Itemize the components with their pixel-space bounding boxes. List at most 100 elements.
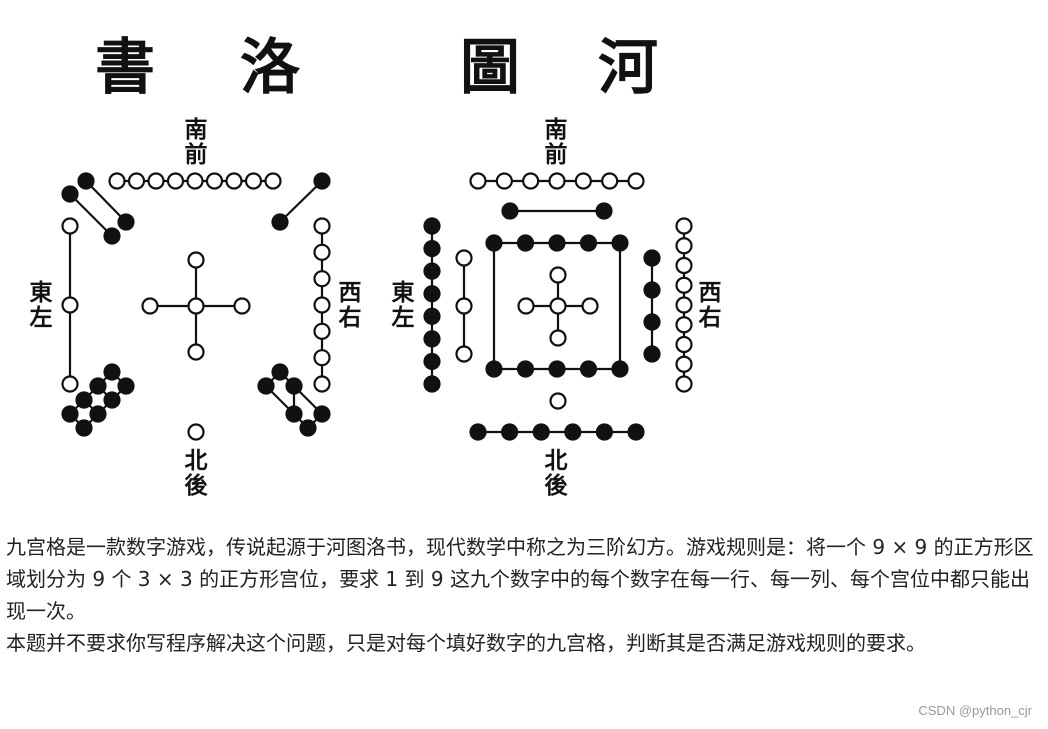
luoshu-eight-36 bbox=[103, 391, 121, 409]
luoshu-seven-19 bbox=[313, 243, 331, 261]
luoshu-six-44 bbox=[285, 405, 303, 423]
hetu-five-64 bbox=[549, 266, 567, 284]
luoshu-label-left: 東左 bbox=[29, 279, 53, 332]
luoshu-four-line bbox=[85, 180, 127, 223]
luoshu-five-27 bbox=[141, 297, 159, 315]
hetu-five-68 bbox=[549, 297, 567, 315]
hetu-ten-56 bbox=[548, 234, 566, 252]
hetu-three-79 bbox=[455, 345, 473, 363]
luoshu-six-line bbox=[279, 371, 323, 415]
hetu-nine-84 bbox=[675, 217, 693, 235]
hetu-nine-86 bbox=[675, 256, 693, 275]
hetu-ten-55 bbox=[516, 234, 535, 252]
hetu-six-98 bbox=[595, 423, 614, 441]
description-paragraph-2: 本题并不要求你写程序解决这个问题，只是对每个填好数字的九宫格，判断其是否满足游戏… bbox=[6, 631, 926, 655]
hetu-nine-90 bbox=[675, 335, 693, 354]
luoshu-two-line bbox=[279, 180, 323, 223]
luoshu-eight-line bbox=[83, 385, 127, 429]
luoshu-eight-line bbox=[111, 371, 127, 387]
luoshu-eight-37 bbox=[75, 391, 93, 409]
hetu-ten-63 bbox=[611, 360, 629, 378]
hetu-title-char-2: 河 bbox=[598, 33, 658, 103]
hetu-label-bottom: 北後 bbox=[544, 447, 568, 500]
hetu-eight-69 bbox=[423, 217, 441, 235]
hetu-five-66 bbox=[517, 297, 535, 315]
hetu-six-94 bbox=[469, 423, 487, 441]
hetu-four-82 bbox=[643, 313, 661, 331]
luoshu-five-28 bbox=[233, 297, 251, 315]
luoshu-four-14 bbox=[103, 227, 121, 245]
hetu-six-99 bbox=[627, 423, 645, 441]
hetu-label-top: 南前 bbox=[544, 116, 568, 169]
luoshu-five-29 bbox=[187, 297, 205, 315]
luoshu-nine-4 bbox=[186, 172, 204, 190]
hetu-nine-91 bbox=[675, 355, 693, 373]
hetu-six-95 bbox=[501, 423, 519, 441]
luoshu-six-line bbox=[307, 413, 323, 429]
hetu-four-81 bbox=[643, 281, 661, 299]
luoshu-two-10 bbox=[271, 213, 289, 231]
hetu-eight-73 bbox=[423, 307, 441, 325]
description-paragraph-1: 九宫格是一款数字游戏，传说起源于河图洛书，现代数学中称之为三阶幻方。游戏规则是：… bbox=[6, 535, 1034, 623]
hetu-four-83 bbox=[643, 345, 661, 363]
hetu-label-left: 東左 bbox=[391, 279, 415, 332]
luoshu-seven-18 bbox=[313, 217, 331, 235]
hetu-four-80 bbox=[643, 249, 661, 267]
hetu-seven-50 bbox=[601, 172, 619, 190]
luoshu-nine-7 bbox=[244, 172, 263, 190]
luoshu-eight-35 bbox=[89, 377, 107, 395]
hetu-one-93 bbox=[549, 392, 567, 410]
hetu-seven-48 bbox=[548, 172, 566, 190]
luoshu-label-top: 南前 bbox=[184, 116, 208, 169]
hetu-ten-62 bbox=[579, 360, 598, 378]
luoshu-four-13 bbox=[61, 185, 79, 203]
hetu-luoshu-figure: 書 洛 圖 河 南前 東左 西右 北後 南前 東左 西右 北後 bbox=[29, 33, 722, 500]
hetu-three-77 bbox=[455, 249, 473, 267]
hetu-nine-85 bbox=[675, 237, 693, 255]
luoshu-seven-22 bbox=[313, 322, 331, 340]
luoshu-nine-1 bbox=[127, 172, 146, 190]
hetu-eight-75 bbox=[423, 352, 441, 371]
luoshu-label-right: 西右 bbox=[338, 279, 362, 332]
hetu-title-char-1: 圖 bbox=[460, 33, 520, 103]
luoshu-title-char-2: 洛 bbox=[240, 33, 300, 103]
luoshu-four-line bbox=[69, 193, 113, 237]
hetu-eight-71 bbox=[423, 262, 441, 280]
luoshu-two-9 bbox=[313, 172, 331, 190]
hetu-five-67 bbox=[581, 297, 599, 315]
luoshu-eight-38 bbox=[89, 405, 107, 423]
hetu-seven-46 bbox=[495, 172, 513, 190]
luoshu-six-line bbox=[265, 371, 281, 387]
hetu-seven-49 bbox=[574, 172, 592, 190]
hetu-ten-58 bbox=[611, 234, 629, 252]
luoshu-six-line bbox=[265, 385, 309, 429]
luoshu-nine-0 bbox=[108, 172, 126, 190]
description-text: 九宫格是一款数字游戏，传说起源于河图洛书，现代数学中称之为三阶幻方。游戏规则是：… bbox=[6, 531, 1036, 659]
hetu-label-right: 西右 bbox=[698, 279, 722, 332]
hetu-nine-92 bbox=[675, 375, 693, 393]
luoshu-label-bottom: 北後 bbox=[184, 447, 208, 500]
hetu-two-53 bbox=[595, 202, 613, 220]
luoshu-nine-3 bbox=[166, 172, 185, 190]
luoshu-four-12 bbox=[117, 213, 135, 231]
hetu-ten-57 bbox=[579, 234, 598, 252]
luoshu-nine-6 bbox=[225, 172, 243, 190]
hetu-seven-47 bbox=[522, 172, 540, 190]
luoshu-one-30 bbox=[187, 423, 205, 441]
hetu-eight-72 bbox=[423, 285, 441, 303]
hetu-seven-51 bbox=[627, 172, 645, 190]
hetu-six-96 bbox=[532, 423, 550, 441]
hetu-nine-88 bbox=[675, 296, 693, 314]
hetu-three-78 bbox=[455, 297, 473, 315]
luoshu-five-26 bbox=[187, 343, 205, 361]
hetu-five-65 bbox=[549, 329, 567, 347]
hetu-luoshu-diagram bbox=[61, 172, 693, 441]
luoshu-nine-2 bbox=[147, 172, 165, 190]
hetu-two-52 bbox=[501, 202, 519, 220]
hetu-ten-54 bbox=[485, 234, 503, 252]
luoshu-eight-line bbox=[69, 371, 113, 415]
hetu-nine-87 bbox=[675, 276, 693, 294]
luoshu-three-17 bbox=[61, 375, 79, 393]
luoshu-nine-5 bbox=[205, 172, 224, 190]
luoshu-four-11 bbox=[77, 172, 95, 190]
